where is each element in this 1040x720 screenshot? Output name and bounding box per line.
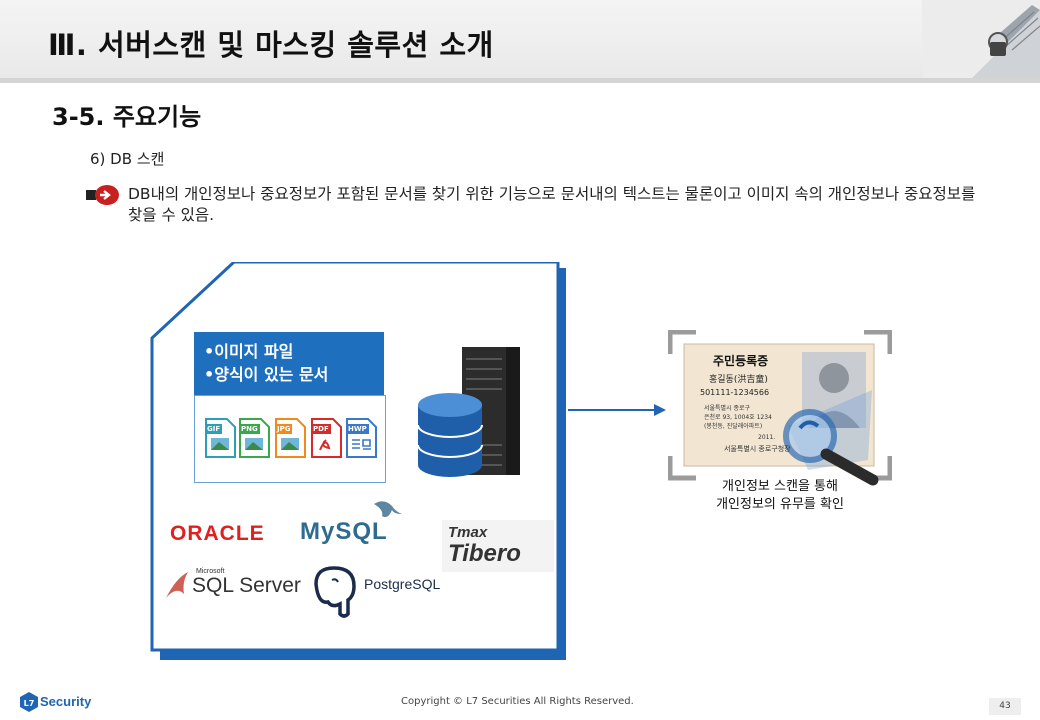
file-tag-label: PNG <box>239 424 260 434</box>
tibero-wordmark: Tibero <box>448 540 521 567</box>
id-card-address-1: 서울특별시 종로구 <box>704 405 751 412</box>
id-card-issuer: 서울특별시 종로구청장 <box>724 445 791 453</box>
caption-line-2: 개인정보의 유무를 확인 <box>716 497 844 512</box>
mysql-wordmark: MySQL <box>300 518 388 545</box>
file-types-label-box: •이미지 파일 •양식이 있는 문서 <box>194 332 384 395</box>
oracle-logo: ORACLE <box>170 522 265 545</box>
jpg-file-icon: JPG <box>275 418 306 458</box>
microsoft-label: Microsoft <box>196 568 225 575</box>
l7-security-logo: L7 Security <box>20 692 110 714</box>
tmax-wordmark: Tmax <box>448 524 488 541</box>
svg-text:L7: L7 <box>24 699 35 708</box>
page-number: 43 <box>989 698 1021 715</box>
copyright-text: Copyright © L7 Securities All Rights Res… <box>401 696 634 707</box>
hand-pointer-icon <box>86 185 119 205</box>
scan-caption: 개인정보 스캔을 통해 개인정보의 유무를 확인 <box>652 478 908 514</box>
id-card-title: 주민등록증 <box>713 354 769 368</box>
caption-line-1: 개인정보 스캔을 통해 <box>722 479 838 494</box>
database-server-icon <box>417 347 520 477</box>
id-card-scan-image: 주민등록증 홍길동(洪吉童) 501111-1234566 서울특별시 종로구 … <box>668 330 892 490</box>
pdf-file-icon: PDF <box>311 418 342 458</box>
sql-server-wordmark: SQL Server <box>192 574 301 597</box>
flow-arrow <box>568 404 666 416</box>
file-tag-label: HWP <box>346 424 369 434</box>
id-card-number: 501111-1234566 <box>700 388 770 397</box>
file-tag-label: GIF <box>205 424 223 434</box>
gif-file-icon: GIF <box>205 418 236 458</box>
id-card-date: 2011. <box>758 434 776 441</box>
postgresql-logo: PostgreSQL <box>306 564 456 620</box>
section-title: 3-5. 주요기능 <box>52 103 202 131</box>
png-file-icon: PNG <box>239 418 270 458</box>
bullet-image-files: •이미지 파일 <box>204 342 294 361</box>
file-tag-label: JPG <box>275 424 293 434</box>
slide-title: Ⅲ. 서버스캔 및 마스킹 솔루션 소개 <box>48 28 494 62</box>
brand-name: Security <box>40 694 92 709</box>
mysql-logo: MySQL <box>300 496 420 552</box>
bullet-form-documents: •양식이 있는 문서 <box>204 365 329 384</box>
tmax-tibero-logo: Tmax Tibero <box>442 520 554 572</box>
postgresql-wordmark: PostgreSQL <box>364 576 441 592</box>
hwp-file-icon: HWP <box>346 418 377 458</box>
file-icons-box: GIF PNG JPG PDF HWP <box>194 395 386 483</box>
id-card-address-3: (봉천동, 진달래아파트) <box>704 423 763 430</box>
header-band <box>0 0 1040 83</box>
sql-server-logo: Microsoft SQL Server <box>162 568 301 604</box>
sub-title: 6) DB 스캔 <box>90 150 165 168</box>
laptop-lock-image <box>922 0 1040 78</box>
description-text: DB내의 개인정보나 중요정보가 포함된 문서를 찾기 위한 기능으로 문서내의… <box>128 185 976 224</box>
file-tag-label: PDF <box>311 424 331 434</box>
id-card-name: 홍길동(洪吉童) <box>709 375 768 385</box>
id-card-address-2: 은천로 93, 1004호 1234 <box>704 414 772 421</box>
